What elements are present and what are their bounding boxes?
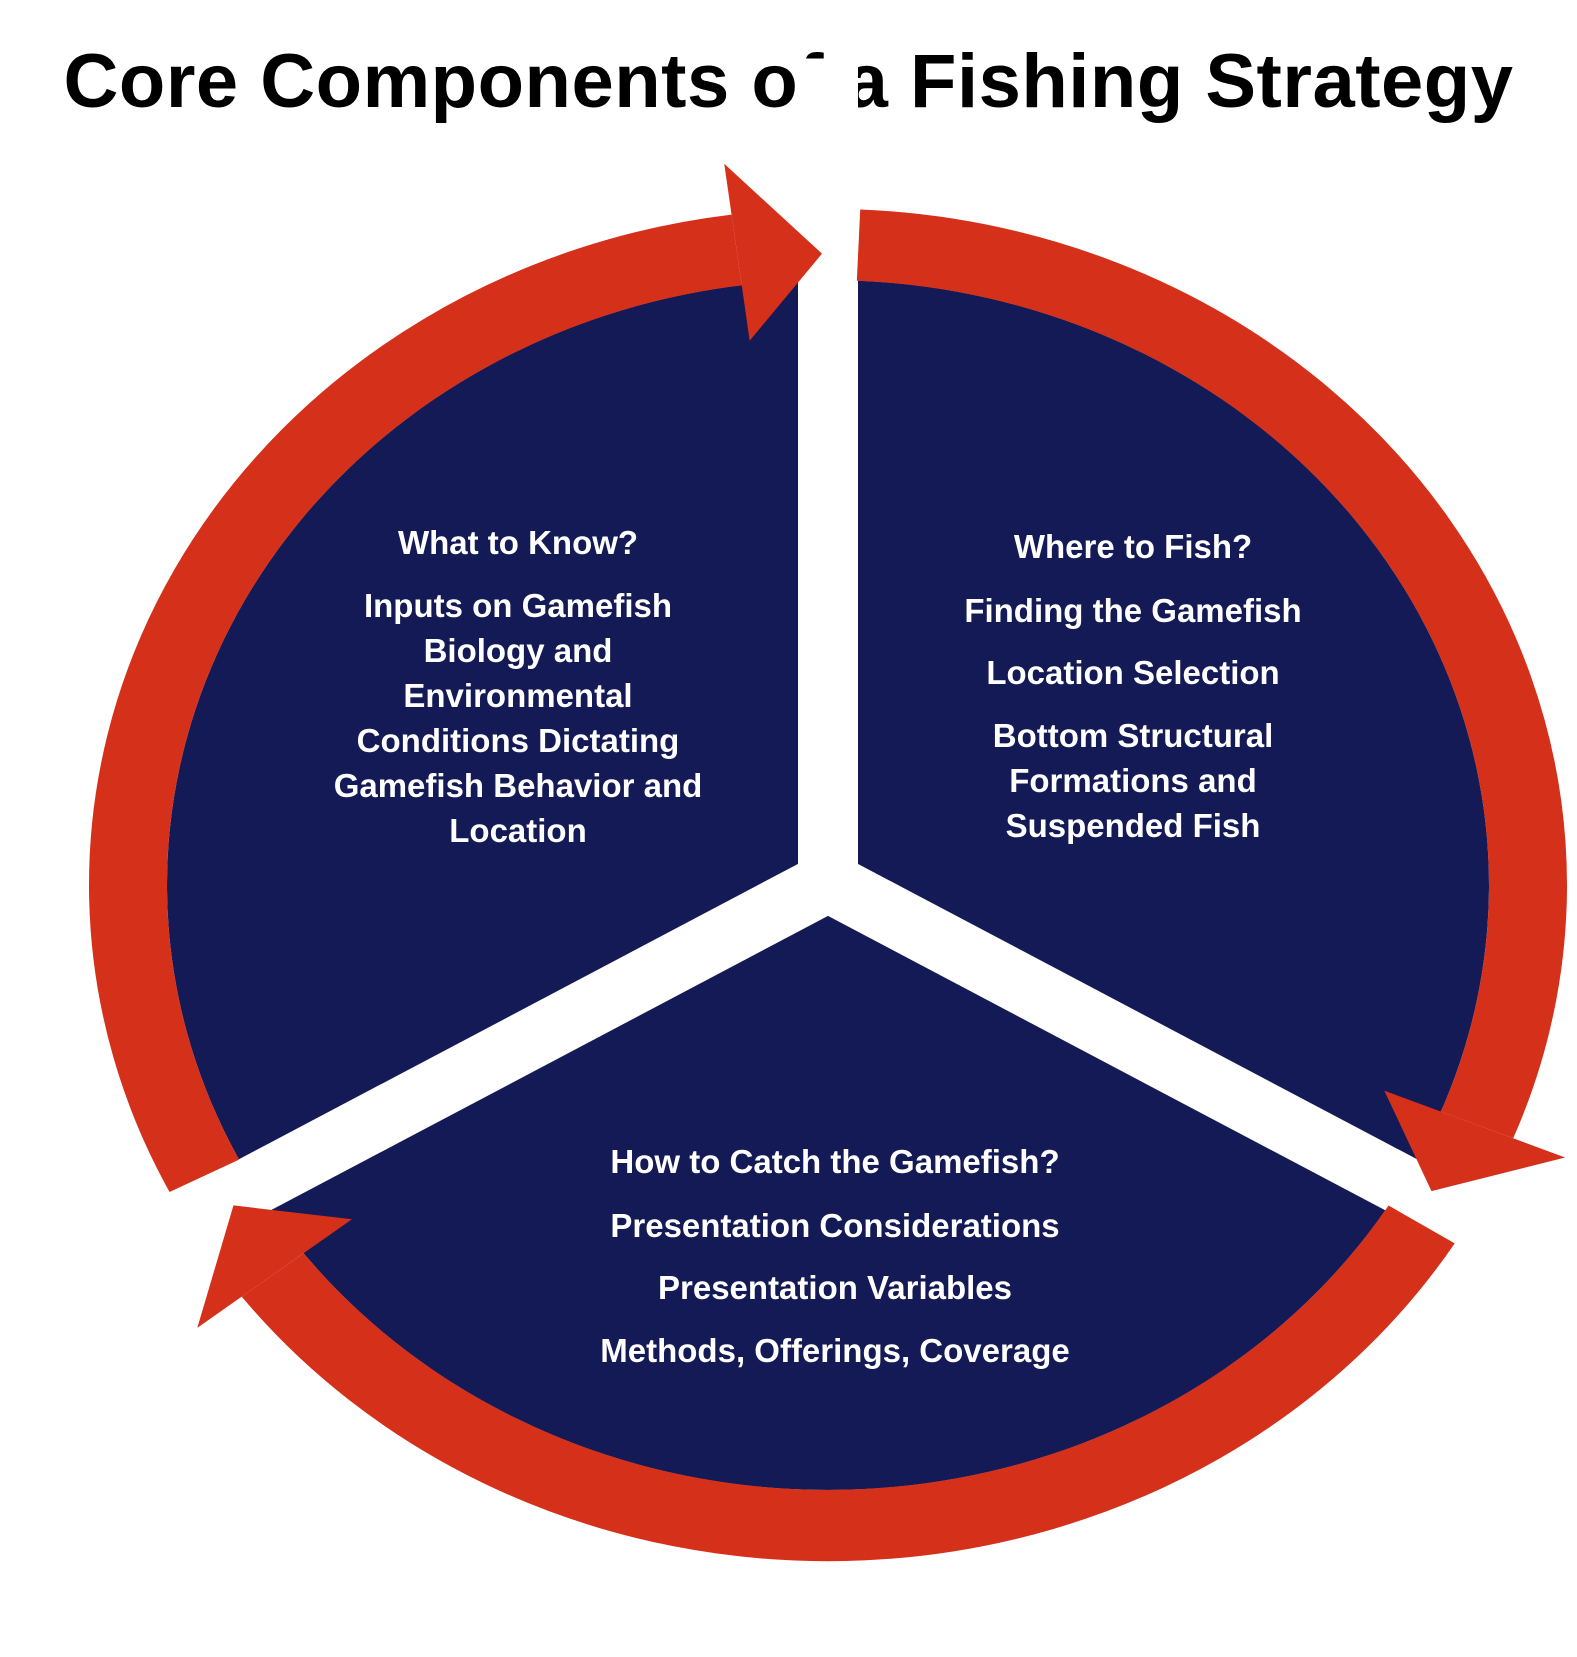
segment-line: Gamefish Behavior and: [333, 767, 703, 804]
diagram-title: Core Components of a Fishing Strategy: [63, 39, 1514, 124]
segment-line: Biology and: [423, 632, 613, 669]
red-cycle-ring: [89, 163, 1567, 1562]
arrow-how-to-what-arc: [241, 1205, 1455, 1562]
segment-line: Presentation Variables: [658, 1269, 1012, 1306]
arrow-what-to-where-head-icon: [724, 163, 822, 341]
segment-line: Suspended Fish: [1005, 807, 1261, 844]
arrow-where-to-how-head-icon: [1384, 1090, 1566, 1192]
segment-line: Location Selection: [986, 654, 1280, 691]
segment-line: Bottom Structural: [992, 717, 1274, 754]
segment-line: Formations and: [1009, 762, 1257, 799]
segment-line: Environmental: [403, 677, 633, 714]
segment-line: Methods, Offerings, Coverage: [600, 1332, 1070, 1369]
segment-line: Location: [449, 812, 587, 849]
arrow-what-to-where-arc: [89, 214, 742, 1192]
segment-heading: Where to Fish?: [1013, 528, 1253, 565]
segment-heading: What to Know?: [397, 524, 639, 561]
arrow-how-to-what-head-icon: [197, 1205, 352, 1328]
arrow-where-to-how-arc: [856, 209, 1567, 1139]
segment-gap: [813, 855, 1577, 1312]
segment-line: Conditions Dictating: [356, 722, 680, 759]
segment-gaps: [34, 58, 1577, 1321]
segment-heading: How to Catch the Gamefish?: [610, 1143, 1060, 1180]
segment-gap: [34, 855, 843, 1321]
segment-line: Presentation Considerations: [610, 1207, 1060, 1244]
segment-line: Finding the Gamefish: [964, 592, 1302, 629]
segment-line: Inputs on Gamefish: [363, 587, 673, 624]
